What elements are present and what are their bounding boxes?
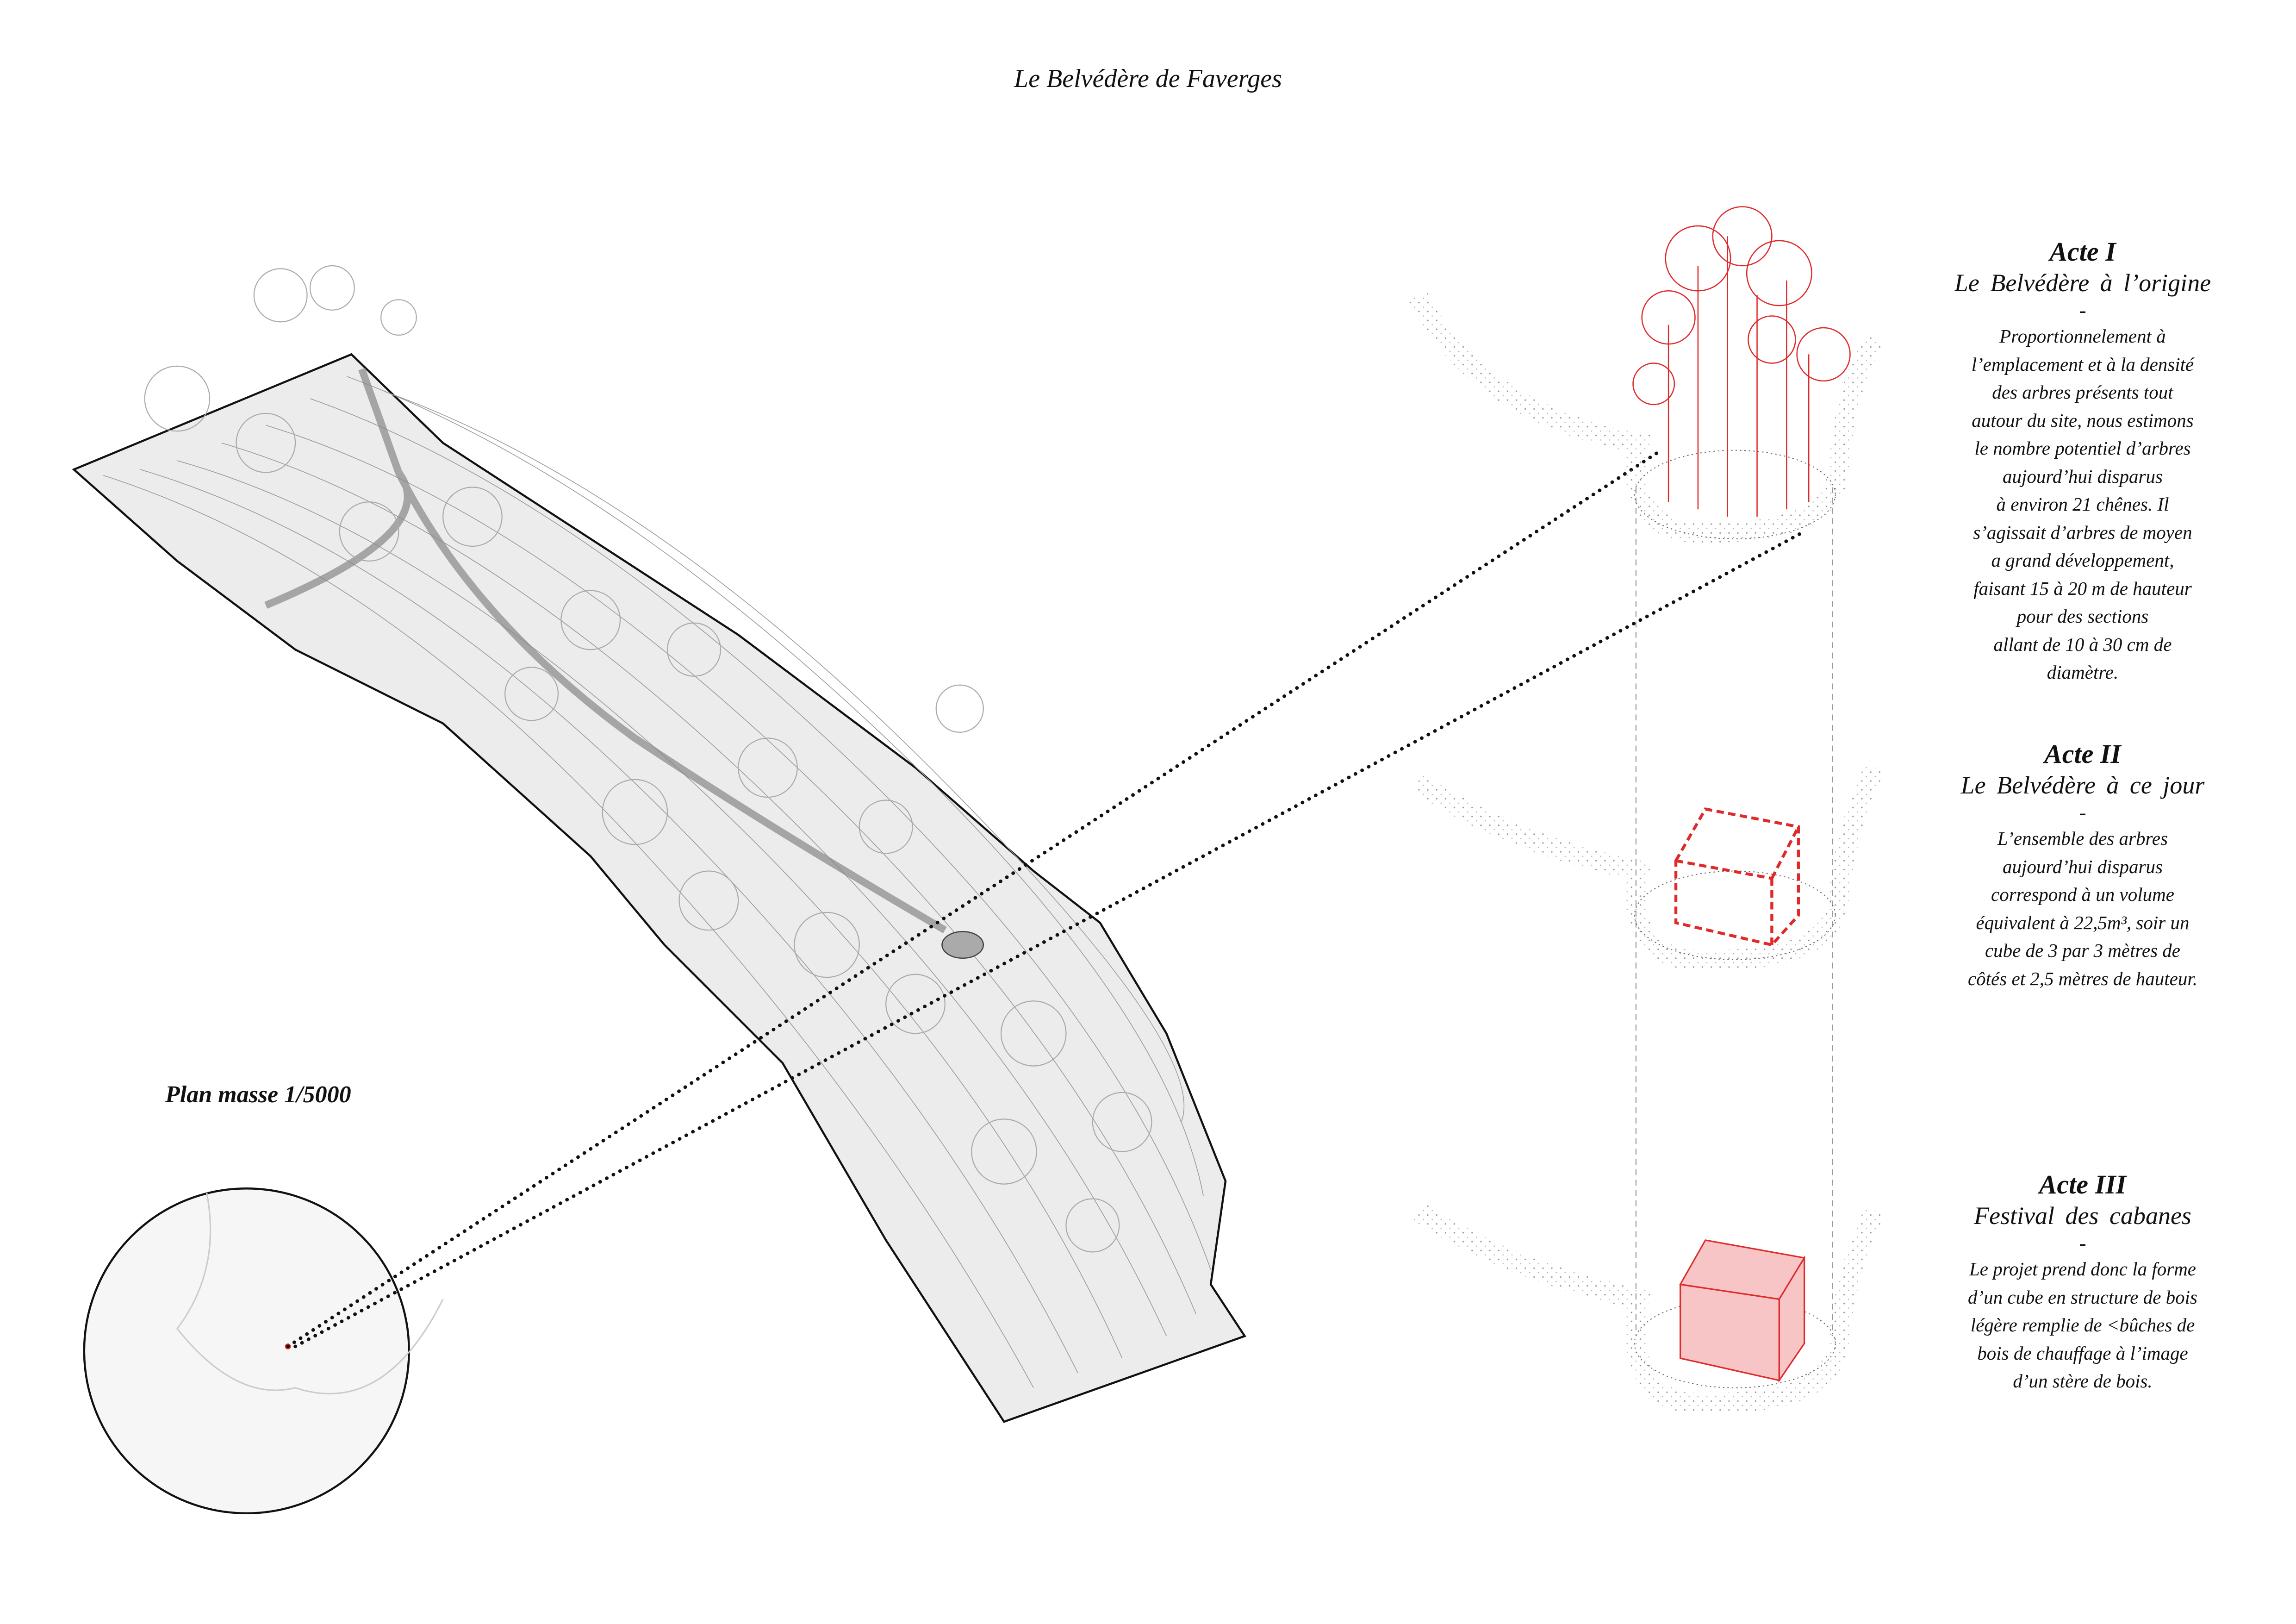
belvedere-spot xyxy=(941,931,984,959)
act-1-line: a grand développement, xyxy=(1991,550,2174,571)
act-1-line: l’emplacement et à la densité xyxy=(1971,353,2194,375)
connector-lines xyxy=(286,448,1806,1349)
island-act-1 xyxy=(1408,290,1884,543)
act-2-line: côtés et 2,5 mètres de hauteur. xyxy=(1967,968,2198,989)
act-1-line: diamètre. xyxy=(2047,662,2119,683)
act-1-line: pour des sections xyxy=(2016,606,2149,627)
act-2-line: équivalent à 22,5m³, soir un xyxy=(1976,912,2190,933)
act-1-line: Proportionnelement à xyxy=(1999,325,2166,347)
act-1-heading: Acte I xyxy=(2049,237,2116,267)
act-3-text: Acte III Festival des cabanes - Le proje… xyxy=(1898,1169,2268,1395)
act-1-line: le nombre potentiel d’arbres xyxy=(1974,437,2191,459)
path-road xyxy=(264,368,947,934)
red-volume-cube xyxy=(1674,807,1800,947)
act-3-line: bois de chauffage à l’image xyxy=(1977,1342,2188,1364)
act-1-line: à environ 21 chênes. Il xyxy=(1996,493,2169,515)
act-3-line: légère remplie de <bûches de xyxy=(1970,1314,2195,1336)
vertical-guides xyxy=(1635,487,1833,1337)
act-2-line: cube de 3 par 3 mètres de xyxy=(1985,940,2181,961)
act-2-text: Acte II Le Belvédère à ce jour - L’ensem… xyxy=(1898,738,2268,993)
locator-map xyxy=(83,1187,444,1515)
act-1-line: s’agissait d’arbres de moyen xyxy=(1973,521,2192,543)
page-title: Le Belvédère de Faverges xyxy=(1014,64,1282,93)
act-1-line: autour du site, nous estimons xyxy=(1972,409,2194,431)
act-2-line: L’ensemble des arbres xyxy=(1997,828,2168,849)
act-1-line: allant de 10 à 30 cm de xyxy=(1993,633,2172,655)
act-2-line: correspond à un volume xyxy=(1991,884,2174,905)
act-1-line: aujourd’hui disparus xyxy=(2003,465,2163,487)
act-1-separator: - xyxy=(2079,298,2086,322)
red-trees xyxy=(1632,206,1851,517)
act-3-subtitle: Festival des cabanes xyxy=(1974,1202,2191,1230)
act-2-separator: - xyxy=(2079,800,2086,824)
act-3-heading: Acte III xyxy=(2039,1169,2127,1199)
act-1-line: des arbres présents tout xyxy=(1992,381,2173,403)
plan-masse-label: Plan masse 1/5000 xyxy=(165,1081,351,1108)
act-2-heading: Acte II xyxy=(2044,739,2121,769)
act-2-subtitle: Le Belvédère à ce jour xyxy=(1960,771,2205,799)
act-1-text: Acte I Le Belvédère à l’origine - Propor… xyxy=(1898,236,2268,687)
act-1-line: faisant 15 à 20 m de hauteur xyxy=(1973,577,2192,599)
act-3-line: d’un stère de bois. xyxy=(2013,1370,2153,1392)
act-1-subtitle: Le Belvédère à l’origine xyxy=(1954,269,2211,297)
island-act-3 xyxy=(1412,1202,1885,1414)
island-act-2 xyxy=(1412,763,1885,971)
terrain-plan xyxy=(72,265,1246,1423)
act-3-separator: - xyxy=(2079,1231,2086,1255)
act-3-line: Le projet prend donc la forme xyxy=(1969,1258,2196,1280)
act-3-line: d’un cube en structure de bois xyxy=(1967,1286,2198,1308)
red-cabin xyxy=(1679,1239,1806,1383)
act-2-line: aujourd’hui disparus xyxy=(2003,856,2163,877)
